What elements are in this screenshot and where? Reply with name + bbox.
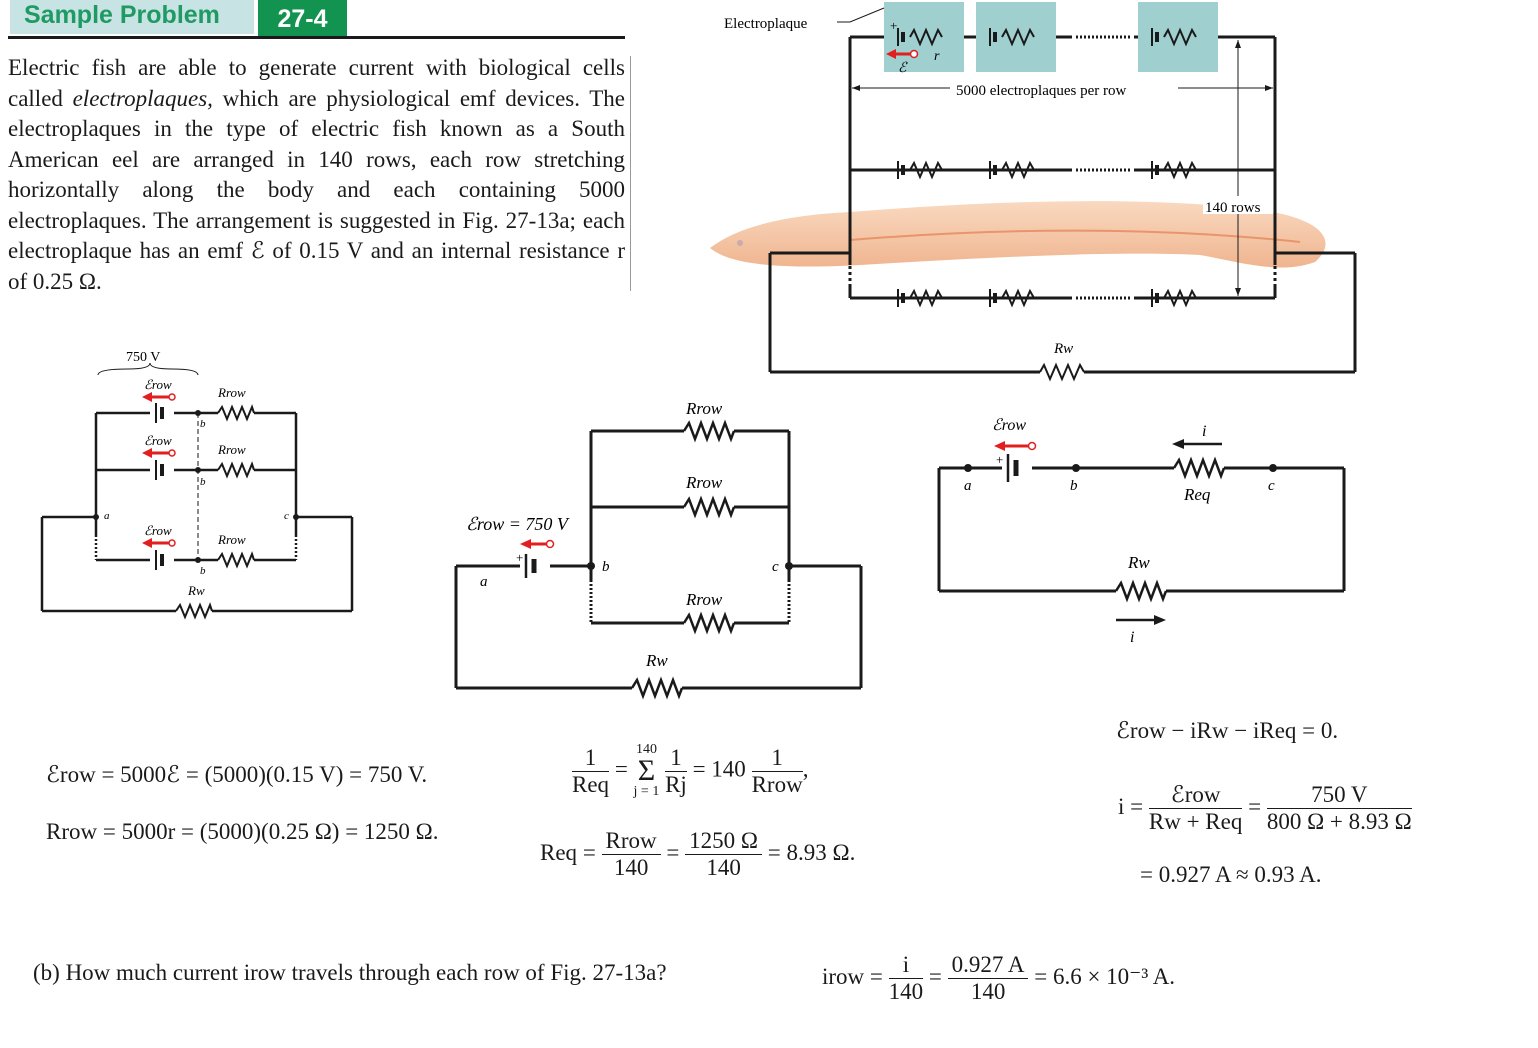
figure-eel-array: ℰ r + Electroplaque 5000 electroplaques … xyxy=(710,2,1357,382)
node-a: a xyxy=(964,478,972,494)
rows-label: 140 rows xyxy=(1205,200,1261,216)
denominator: 140 xyxy=(888,979,924,1004)
header-background xyxy=(10,0,254,34)
r-row-label: Rrow xyxy=(217,385,246,400)
numerator: Rrow xyxy=(601,828,661,855)
intro-text-2: which are physiological emf devices. The… xyxy=(8,85,626,294)
r-row-label: Rrow xyxy=(685,399,723,418)
req-result: = 8.93 Ω. xyxy=(767,839,856,865)
plus-sign: + xyxy=(996,452,1003,467)
header-rule xyxy=(8,36,625,39)
r-row-label: Rrow xyxy=(685,590,723,609)
denominator: 140 xyxy=(706,855,741,880)
node-c: c xyxy=(284,510,289,522)
eel-body xyxy=(710,201,1326,268)
denominator: 800 Ω + 8.93 Ω xyxy=(1266,809,1412,834)
eq-current-result: = 0.927 A ≈ 0.93 A. xyxy=(1140,862,1322,887)
r-symbol: r xyxy=(934,49,940,64)
rw-label: Rw xyxy=(1127,553,1150,572)
plus-sign: + xyxy=(890,18,897,33)
eq-emf-row: ℰrow = 5000ℰ = (5000)(0.15 V) = 750 V. xyxy=(46,762,428,787)
numerator: 0.927 A xyxy=(947,952,1029,979)
sum-lower: j = 1 xyxy=(633,784,660,799)
emf-row-label: ℰrow xyxy=(144,523,172,538)
current-label: i xyxy=(1130,629,1134,646)
req-symbol: Req xyxy=(540,839,578,865)
numerator: 1 xyxy=(572,745,610,772)
rw-label: Rw xyxy=(187,583,205,598)
denominator: Rrow xyxy=(751,771,803,797)
denominator: Req xyxy=(572,771,610,797)
current-label: i xyxy=(1202,423,1206,440)
r-row-label: Rrow xyxy=(217,532,246,547)
intro-term: electroplaques, xyxy=(72,85,213,111)
denominator: Rw + Req xyxy=(1148,809,1243,834)
emf-750-label: ℰrow = 750 V xyxy=(466,514,570,534)
sample-problem-label: Sample Problem xyxy=(24,1,220,29)
figure-equivalent-circuit: + ℰrow i Req Rw i a b c xyxy=(937,417,1346,646)
electroplaque-label: Electroplaque xyxy=(724,16,808,32)
denominator: 140 xyxy=(970,979,1006,1004)
node-a: a xyxy=(480,574,488,590)
node-b: b xyxy=(200,418,206,430)
intro-paragraph: Electric fish are able to generate curre… xyxy=(8,53,625,297)
numerator: ℰrow xyxy=(1148,782,1243,809)
plus-sign: + xyxy=(516,550,523,565)
numerator: 1 xyxy=(751,745,803,772)
irow-symbol: irow xyxy=(822,963,865,989)
node-b: b xyxy=(602,559,610,575)
denominator: Rj xyxy=(665,771,687,797)
eq-loop: ℰrow − iRw − iReq = 0. xyxy=(1116,718,1339,743)
question-b: (b) How much current irow travels throug… xyxy=(33,960,667,985)
node-c: c xyxy=(772,559,779,575)
numerator: 1 xyxy=(665,745,687,772)
figure-parallel-circuit: + ℰrow = 750 V Rrow Rrow Rrow Rw a b c xyxy=(454,399,863,700)
sum-upper: 140 xyxy=(635,742,657,757)
node-b: b xyxy=(200,476,206,488)
node-c: c xyxy=(1268,478,1275,494)
emf-row-label: ℰrow xyxy=(144,433,172,448)
emf-symbol: ℰ xyxy=(898,61,908,76)
per-row-label: 5000 electroplaques per row xyxy=(956,83,1127,99)
node-b: b xyxy=(1070,478,1078,494)
sample-problem-number: 27-4 xyxy=(258,0,347,38)
voltage-label: 750 V xyxy=(126,350,160,365)
figure-rows-circuit: 750 V ℰrow ℰrow ℰrow R xyxy=(40,350,354,620)
numerator: 750 V xyxy=(1266,782,1412,809)
numerator: i xyxy=(888,952,924,979)
rw-label: Rw xyxy=(645,651,668,670)
req-label: Req xyxy=(1183,485,1211,504)
emf-row-label: ℰrow xyxy=(144,377,172,392)
emf-row-label: ℰrow xyxy=(992,417,1026,434)
intro-text-1: Electric fish are able to generate curre… xyxy=(8,55,625,111)
irow-result: = 6.6 × 10⁻³ A. xyxy=(1034,963,1176,989)
numerator: 1250 Ω xyxy=(685,828,762,855)
rw-label: Rw xyxy=(1053,341,1073,357)
equals-140: = 140 xyxy=(692,756,746,782)
r-row-label: Rrow xyxy=(685,473,723,492)
denominator: 140 xyxy=(613,855,649,880)
node-a: a xyxy=(104,510,110,522)
eq-r-row: Rrow = 5000r = (5000)(0.25 Ω) = 1250 Ω. xyxy=(46,819,439,844)
intro-side-rule xyxy=(630,56,631,291)
node-b: b xyxy=(200,565,206,577)
r-row-label: Rrow xyxy=(217,442,246,457)
i-symbol: i = xyxy=(1118,793,1144,819)
